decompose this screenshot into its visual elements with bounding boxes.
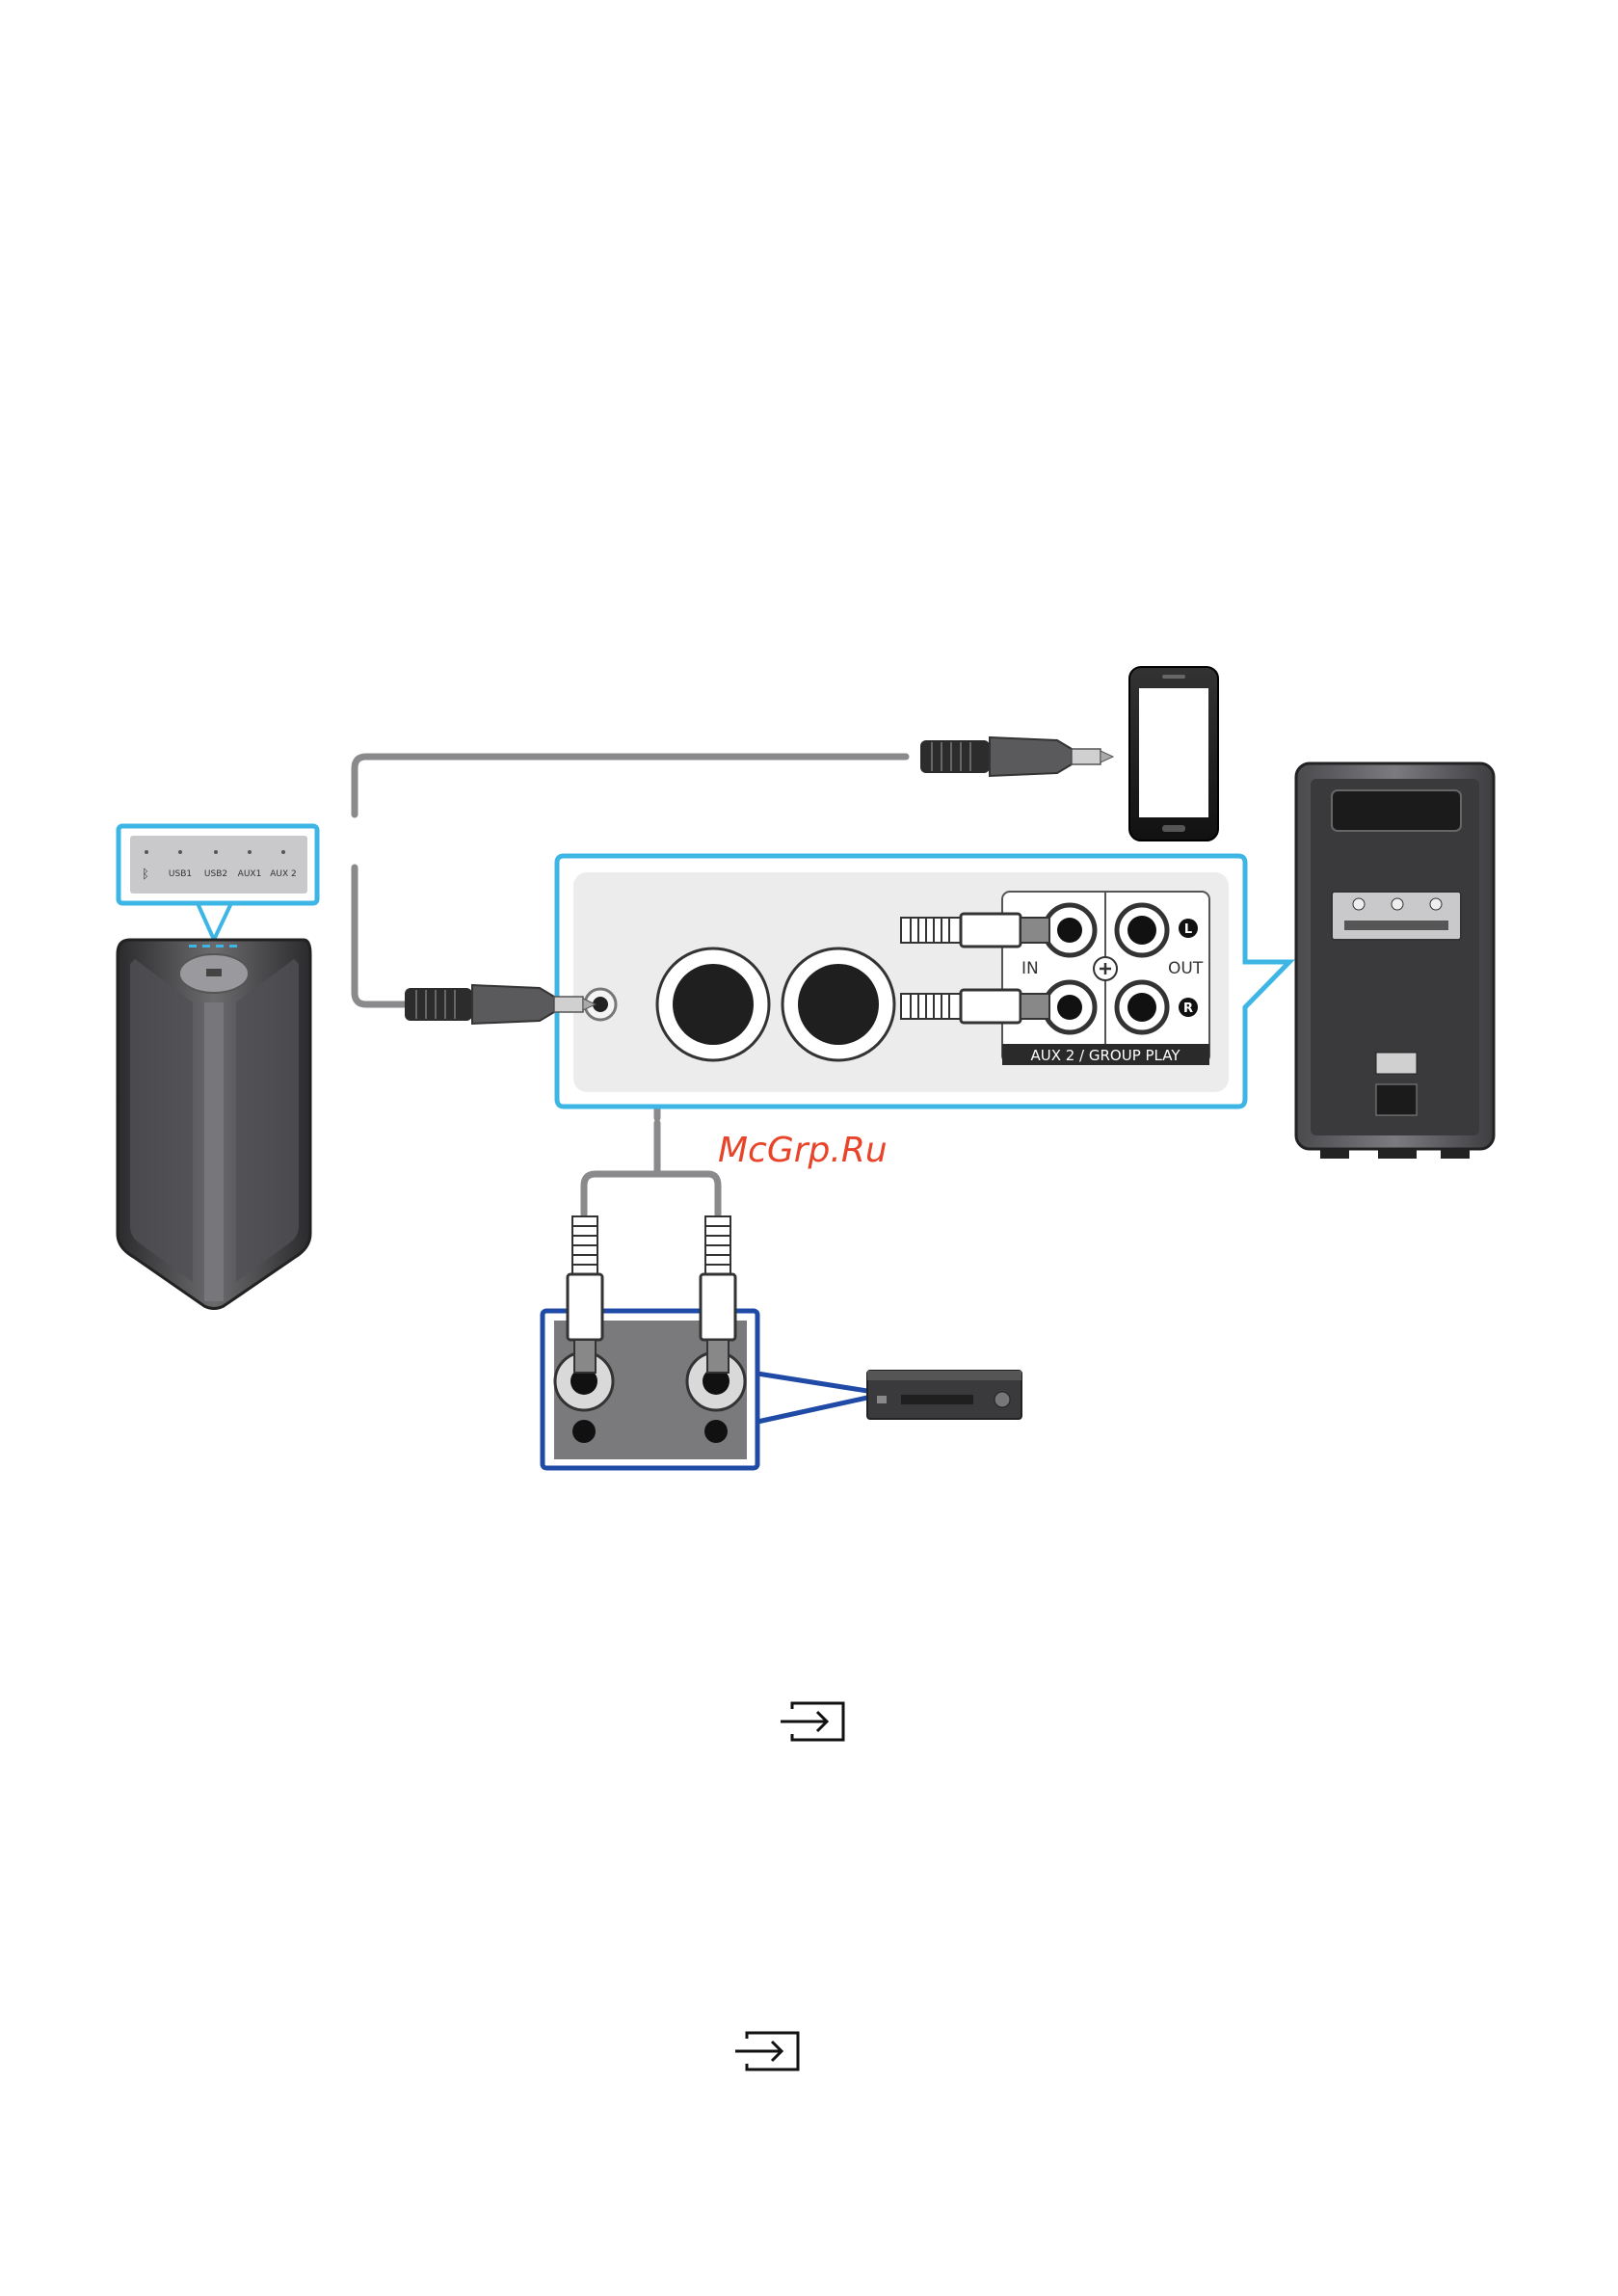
aux-cable-speaker: [355, 868, 405, 1004]
rca-split-left: [584, 1174, 657, 1215]
smartphone: [1129, 667, 1218, 841]
aux2-group-play-label: AUX 2 / GROUP PLAY: [1030, 1047, 1180, 1064]
in-label: IN: [1021, 959, 1039, 978]
left-marker: L: [1184, 922, 1192, 937]
dvd-player-device: [867, 1371, 1021, 1419]
source-button-callout: ᛒ USB1 USB2 AUX1 AUX 2: [119, 826, 317, 940]
speaker-back-view: [1296, 763, 1494, 1159]
rca-plug-panel-right: [901, 990, 1049, 1023]
source-label-usb1: USB1: [169, 869, 192, 879]
source-label-aux2: AUX 2: [270, 869, 297, 879]
input-source-icon: [735, 2033, 798, 2069]
source-label-usb2: USB2: [204, 869, 227, 879]
aux-plug-phone: [920, 737, 1113, 776]
right-marker: R: [1183, 1001, 1193, 1016]
speaker-unit: [118, 940, 310, 1309]
watermark: McGrp.Ru: [718, 1131, 888, 1170]
connector-panel-callout: AUX 2 / GROUP PLAY IN OUT L R: [557, 856, 1289, 1107]
rca-split-right: [657, 1174, 718, 1215]
input-source-icon: [781, 1703, 843, 1740]
aux-cable-phone: [355, 757, 906, 814]
bluetooth-icon: ᛒ: [142, 868, 149, 882]
out-label: OUT: [1168, 959, 1204, 978]
source-label-aux1: AUX1: [238, 869, 262, 879]
rca-plug-panel-left: [901, 914, 1049, 947]
callout-pointer: [198, 903, 231, 940]
